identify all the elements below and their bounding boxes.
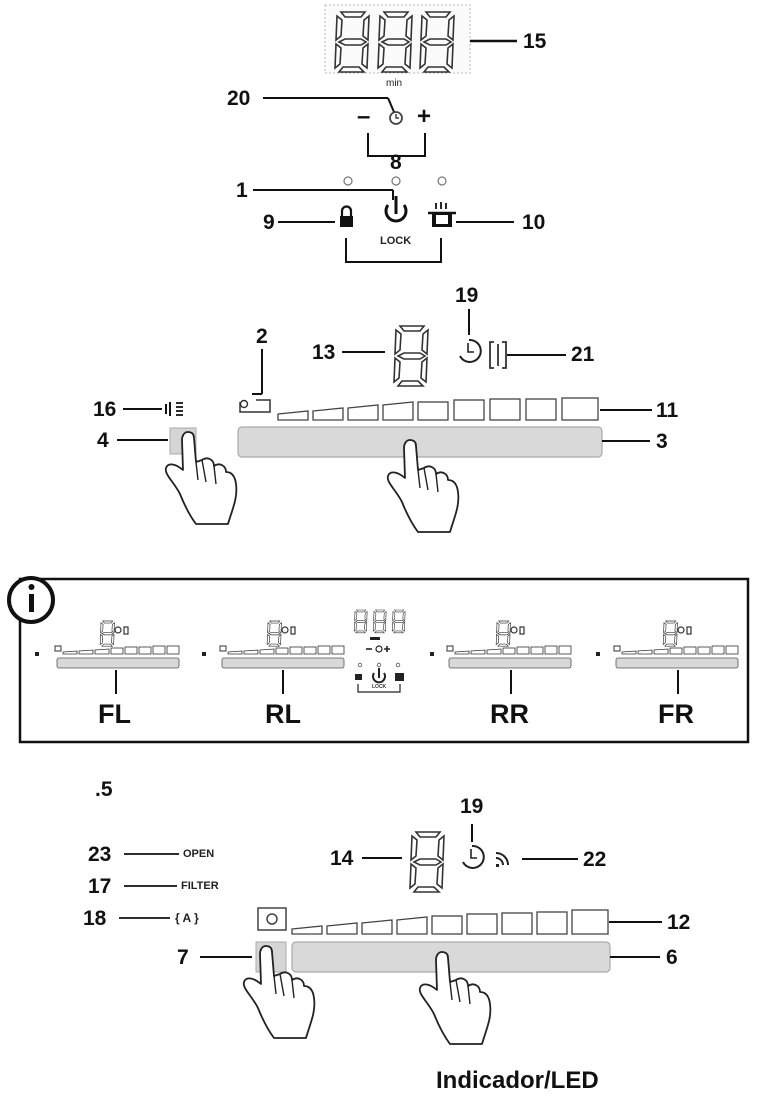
wifi-icon [495,852,509,867]
label-20: 20 [227,87,251,110]
label-3: 3 [656,430,668,453]
open-label: OPEN [183,848,215,860]
label-17: 17 [88,875,112,898]
timer-19b-icon [462,844,485,869]
fan-slider-zone [291,941,611,973]
mini-lock-label: LOCK [372,684,387,690]
label-8: 8 [390,151,402,174]
power-level-indicator [277,397,599,421]
fan-level-indicator [291,909,609,935]
label-19: 19 [455,284,479,307]
label-18: 18 [83,907,107,930]
label-12: 12 [667,911,691,934]
plus-sign: + [417,103,432,130]
lock-icon [340,205,353,227]
zone-fr: FR [658,699,694,729]
cooking-pot-icon [428,202,456,227]
min-label: min [386,78,403,89]
timer-display [324,4,471,74]
power-icon [384,196,408,223]
timer-19-icon [459,338,482,363]
zone-fl: FL [98,699,131,729]
label-22: 22 [583,848,607,871]
lock-label: LOCK [380,235,412,247]
zone-rr: RR [490,699,529,729]
label-23: 23 [88,843,112,866]
label-14: 14 [330,847,354,870]
label-16: 16 [93,398,117,421]
auto-label: { A } [175,911,199,925]
led-caption: Indicador/LED [436,1067,599,1094]
label-7: 7 [177,946,189,969]
label-6: 6 [666,946,678,969]
filter-label: FILTER [181,880,219,892]
label-10: 10 [522,211,546,234]
zone-rl: RL [265,699,301,729]
label-1: 1 [236,179,248,202]
minus-sign: – [357,103,371,130]
label-2: 2 [256,325,268,348]
label-9: 9 [263,211,275,234]
timer-icon [389,111,403,125]
label-5: .5 [95,778,113,801]
label-15: 15 [523,30,547,53]
slider-zone [237,426,603,458]
label-21: 21 [571,343,595,366]
sensor-icon [165,402,183,416]
label-11: 11 [656,399,679,422]
label-4: 4 [97,429,109,452]
label-19b: 19 [460,795,484,818]
label-13: 13 [312,341,336,364]
hood-icon [489,341,507,369]
